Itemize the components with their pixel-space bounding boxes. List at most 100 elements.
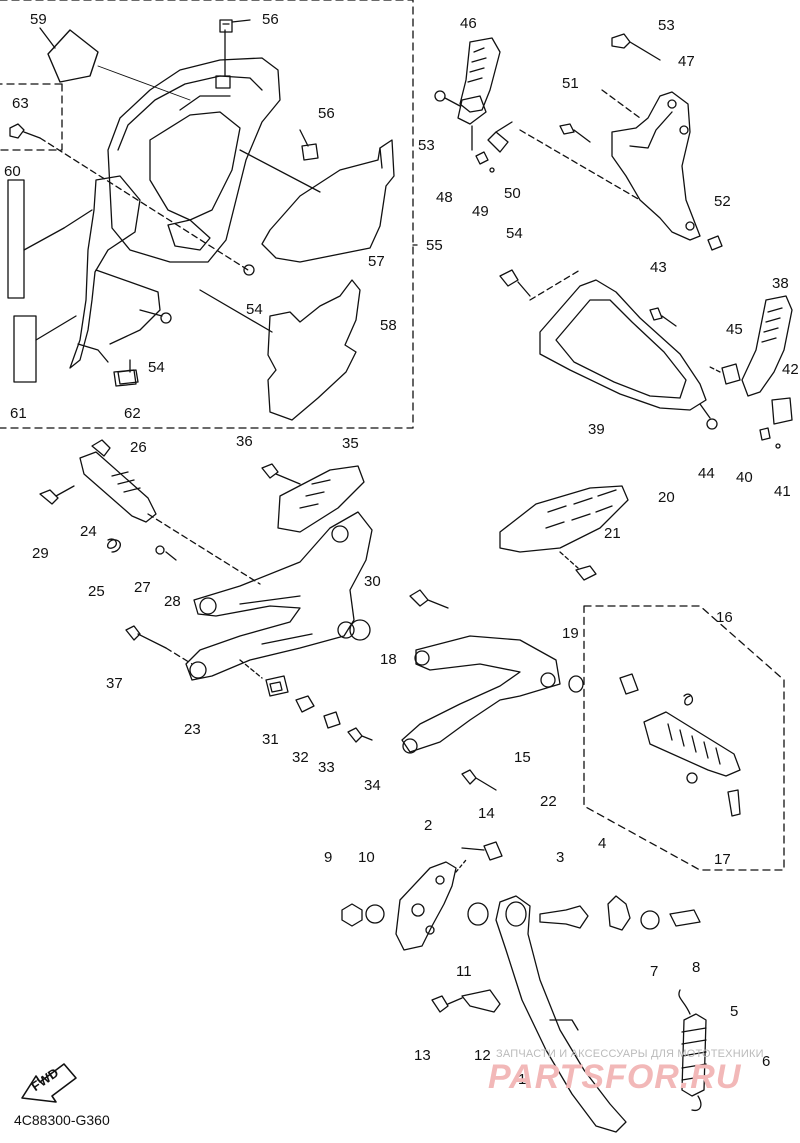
bracket-39-shape: [540, 280, 706, 410]
plate-12-shape: [462, 990, 500, 1012]
callout-54-b: 54: [506, 225, 523, 242]
callout-34: 34: [364, 777, 381, 794]
callout-6: 6: [762, 1053, 771, 1070]
bolt-18-shape: [410, 590, 448, 608]
callout-4: 4: [598, 835, 607, 852]
callout-19: 19: [562, 625, 579, 642]
callout-39: 39: [588, 421, 605, 438]
washer-56-b: [161, 313, 171, 323]
collar-33-shape: [324, 712, 340, 728]
callout-9: 9: [324, 849, 333, 866]
callout-55: 55: [426, 237, 443, 254]
callout-57: 56: [318, 105, 335, 122]
callout-44: 44: [698, 465, 715, 482]
callout-35: 35: [342, 435, 359, 452]
callout-54-a: 53: [658, 17, 675, 34]
bolt-14-shape: [462, 842, 502, 860]
callout-30: 30: [364, 573, 381, 590]
diagram-code: 4C88300-G360: [14, 1112, 110, 1128]
footrest-46-shape: [460, 38, 500, 112]
ball-49: [490, 168, 494, 172]
callout-32: 32: [292, 749, 309, 766]
screw-34-shape: [348, 728, 372, 742]
callout-64: 62: [124, 405, 141, 422]
callout-15: 15: [514, 749, 531, 766]
callout-8: 8: [692, 959, 701, 976]
callout-62: 60: [4, 163, 21, 180]
plate-64-shape: [114, 370, 136, 386]
clip-58-shape: [220, 20, 232, 32]
decal-59-shape: [262, 140, 394, 262]
screw-13-shape: [432, 996, 462, 1012]
lower-bracket-shape: [70, 176, 140, 368]
callout-21: 21: [604, 525, 621, 542]
callout-13: 13: [414, 1047, 431, 1064]
callout-3: 3: [556, 849, 565, 866]
bracket-23-shape: [186, 512, 372, 680]
callout-18: 18: [380, 651, 397, 668]
washer-7: [641, 911, 659, 929]
callout-42: 42: [782, 361, 799, 378]
washer-11: [468, 903, 488, 925]
washer-27: [156, 546, 164, 554]
callout-52: 52: [714, 193, 731, 210]
callout-37: 37: [106, 675, 123, 692]
group-16-dashed-box: [584, 606, 784, 870]
bolt-8-shape: [670, 910, 700, 926]
callout-24: 24: [80, 523, 97, 540]
callout-1: 1: [518, 1071, 527, 1088]
spring-5-shape: [682, 1014, 706, 1096]
callout-49: 49: [472, 203, 489, 220]
callout-43: 43: [650, 259, 667, 276]
pin-48: [476, 152, 488, 164]
callout-7: 7: [650, 963, 659, 980]
fwd-arrow-icon: [22, 1064, 76, 1102]
callout-61: 59: [30, 11, 47, 28]
callout-47: 47: [678, 53, 695, 70]
callout-41: 41: [774, 483, 791, 500]
cowl-panel-shape: [108, 58, 280, 262]
clip-57-shape: [302, 144, 318, 160]
washer-10: [366, 905, 384, 923]
strip-63-shape: [14, 316, 36, 382]
callout-65: 63: [12, 95, 29, 112]
callout-59: 57: [368, 253, 385, 270]
group-55-dashed-box: [0, 0, 413, 428]
bracket-47-shape: [612, 92, 700, 240]
callout-17: 17: [714, 851, 731, 868]
callout-40: 40: [736, 469, 753, 486]
callout-25: 25: [88, 583, 105, 600]
callout-14: 14: [478, 805, 495, 822]
pin-45: [722, 364, 740, 384]
clip-31-shape: [266, 676, 288, 696]
heel-plate-35-shape: [278, 466, 364, 532]
callout-26: 26: [130, 439, 147, 456]
nut-9: [342, 904, 362, 926]
callout-31: 31: [262, 731, 279, 748]
callout-28: 28: [164, 593, 181, 610]
callout-58: 56: [262, 11, 279, 28]
side-stand-1-shape: [496, 896, 626, 1132]
callout-20: 20: [658, 489, 675, 506]
callout-22: 22: [540, 793, 557, 810]
watermark-caption: ЗАПЧАСТИ И АКСЕССУАРЫ ДЛЯ МОТОТЕХНИКИ: [496, 1048, 764, 1060]
bolt-22-shape: [462, 770, 496, 790]
callout-16: 16: [716, 609, 733, 626]
shaft-24-shape: [80, 452, 156, 522]
callout-36: 36: [236, 433, 253, 450]
spring-25-shape: [108, 539, 121, 552]
callout-2: 2: [424, 817, 433, 834]
heel-plate-20-shape: [500, 486, 628, 552]
callout-46: 46: [460, 15, 477, 32]
callout-51: 51: [562, 75, 579, 92]
callout-56-a: 54: [246, 301, 263, 318]
footrest-38-shape: [742, 296, 792, 396]
callout-23: 23: [184, 721, 201, 738]
callout-11: 11: [456, 963, 472, 980]
callout-45: 45: [726, 321, 743, 338]
bracket-15-shape: [402, 636, 560, 752]
callout-33: 33: [318, 759, 335, 776]
peg-26-shape: [92, 440, 110, 456]
strip-62-shape: [8, 180, 24, 298]
washer-56-a: [244, 265, 254, 275]
